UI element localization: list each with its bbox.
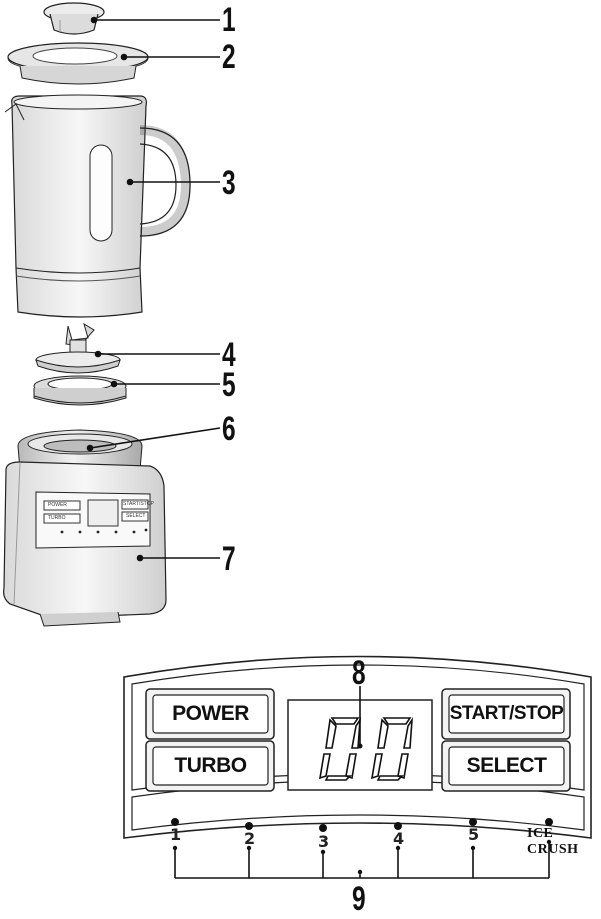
ice-crush-label: ICE CRUSH bbox=[527, 826, 579, 857]
part-blade bbox=[35, 322, 121, 374]
callout-9: 9 bbox=[352, 880, 366, 918]
seven-seg-display bbox=[318, 717, 414, 781]
callout-1: 1 bbox=[222, 1, 236, 39]
callout-2: 2 bbox=[222, 38, 236, 76]
leader-lines bbox=[86, 16, 221, 562]
speed-label-5: 5 bbox=[468, 825, 480, 844]
speed-label-1: 1 bbox=[170, 825, 182, 844]
part-lid bbox=[7, 42, 149, 85]
callout-5: 5 bbox=[222, 366, 236, 404]
part-cap bbox=[43, 2, 105, 35]
callout-6: 6 bbox=[222, 410, 236, 448]
power-button-label: POWER bbox=[172, 702, 249, 725]
speed-label-4: 4 bbox=[393, 829, 405, 848]
part-base bbox=[3, 429, 167, 627]
callout-3: 3 bbox=[222, 164, 236, 202]
control-panel-drawing bbox=[123, 655, 592, 879]
callout-7: 7 bbox=[222, 540, 236, 578]
mini-power-label: POWER bbox=[48, 502, 67, 508]
turbo-button-label: TURBO bbox=[174, 754, 247, 777]
part-jar bbox=[4, 94, 192, 318]
mini-turbo-label: TURBO bbox=[48, 515, 66, 521]
speed-label-3: 3 bbox=[318, 832, 330, 851]
select-button-label: SELECT bbox=[466, 754, 547, 777]
speed-label-2: 2 bbox=[244, 829, 256, 848]
callout-8: 8 bbox=[352, 654, 366, 692]
callout-4: 4 bbox=[222, 336, 236, 374]
mini-start-stop-label: START/STOP bbox=[123, 501, 154, 507]
mini-select-label: SELECT bbox=[126, 513, 146, 519]
start-stop-button-label: START/STOP bbox=[449, 703, 564, 724]
part-ring bbox=[33, 375, 127, 406]
